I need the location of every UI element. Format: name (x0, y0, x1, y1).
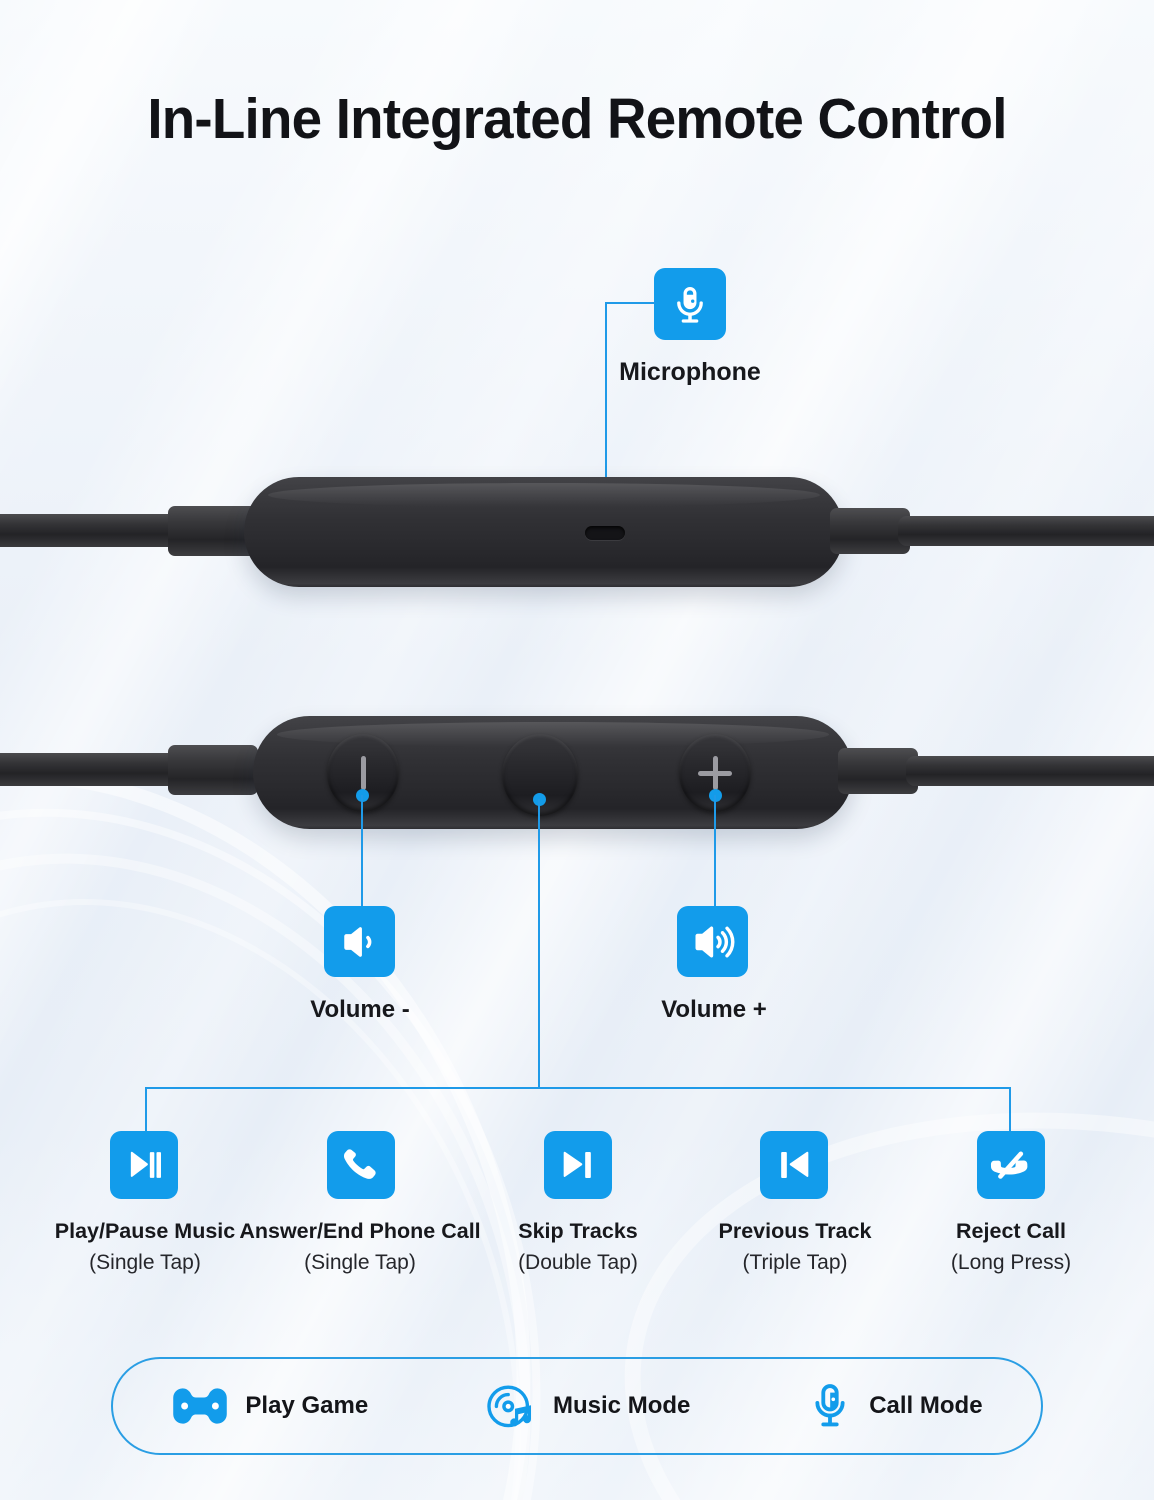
skip-previous-icon (760, 1131, 828, 1199)
volume-up-leader-line (714, 795, 716, 908)
phone-icon (327, 1131, 395, 1199)
multifunction-leader-line (538, 799, 540, 1087)
mode-label: Music Mode (553, 1392, 691, 1419)
microphone-label: Microphone (619, 358, 761, 386)
mode-label: Play Game (245, 1392, 369, 1419)
action-gesture: (Triple Tap) (742, 1251, 848, 1274)
cable-collar-left-top (168, 506, 258, 556)
mode-item-music-mode[interactable]: Music Mode (485, 1380, 690, 1432)
microphone-slot (585, 526, 625, 540)
cable-collar-left-bottom (168, 745, 258, 795)
volume-down-label: Volume - (310, 996, 410, 1023)
action-label: Skip Tracks (518, 1219, 638, 1243)
phone-reject-icon (977, 1131, 1045, 1199)
volume-down-leader-line (361, 795, 363, 908)
cable-collar-right-top (830, 508, 910, 554)
microphone-leader-h (605, 302, 655, 304)
volume-high-icon (677, 906, 748, 977)
mode-item-call-mode[interactable]: Call Mode (807, 1381, 983, 1431)
microphone-outline-icon (807, 1381, 853, 1431)
action-label: Answer/End Phone Call (239, 1219, 481, 1243)
action-gesture: (Single Tap) (304, 1251, 416, 1274)
action-gesture: (Long Press) (950, 1251, 1072, 1274)
action-bracket-left-stub (145, 1087, 147, 1133)
action-label: Previous Track (718, 1219, 872, 1243)
earphone-cable-left-top (0, 514, 188, 547)
cable-collar-right-bottom (838, 748, 918, 794)
mode-pill-bar: Play Game Music Mode (111, 1357, 1043, 1455)
action-bracket-right-stub (1009, 1087, 1011, 1133)
action-gesture: (Double Tap) (518, 1251, 638, 1274)
page-title: In-Line Integrated Remote Control (147, 87, 1007, 151)
microphone-leader-v (605, 302, 607, 524)
vinyl-music-icon (485, 1380, 537, 1432)
microphone-icon (654, 268, 726, 340)
plus-glyph-icon (698, 756, 732, 790)
earphone-cable-right-top (898, 516, 1154, 546)
play-pause-icon (110, 1131, 178, 1199)
volume-low-icon (324, 906, 395, 977)
action-label: Reject Call (956, 1219, 1066, 1243)
earphone-cable-left-bottom (0, 753, 188, 786)
volume-up-label: Volume + (661, 996, 767, 1023)
skip-next-icon (544, 1131, 612, 1199)
action-bracket-horizontal (145, 1087, 1011, 1089)
action-label: Play/Pause Music (54, 1219, 236, 1243)
earphone-cable-right-bottom (906, 756, 1154, 786)
minus-glyph-icon (360, 756, 366, 790)
remote-module-microphone (244, 477, 844, 587)
action-gesture: (Single Tap) (89, 1251, 201, 1274)
gamepad-icon (171, 1385, 229, 1427)
mode-item-play-game[interactable]: Play Game (171, 1385, 368, 1427)
mode-label: Call Mode (869, 1392, 983, 1419)
